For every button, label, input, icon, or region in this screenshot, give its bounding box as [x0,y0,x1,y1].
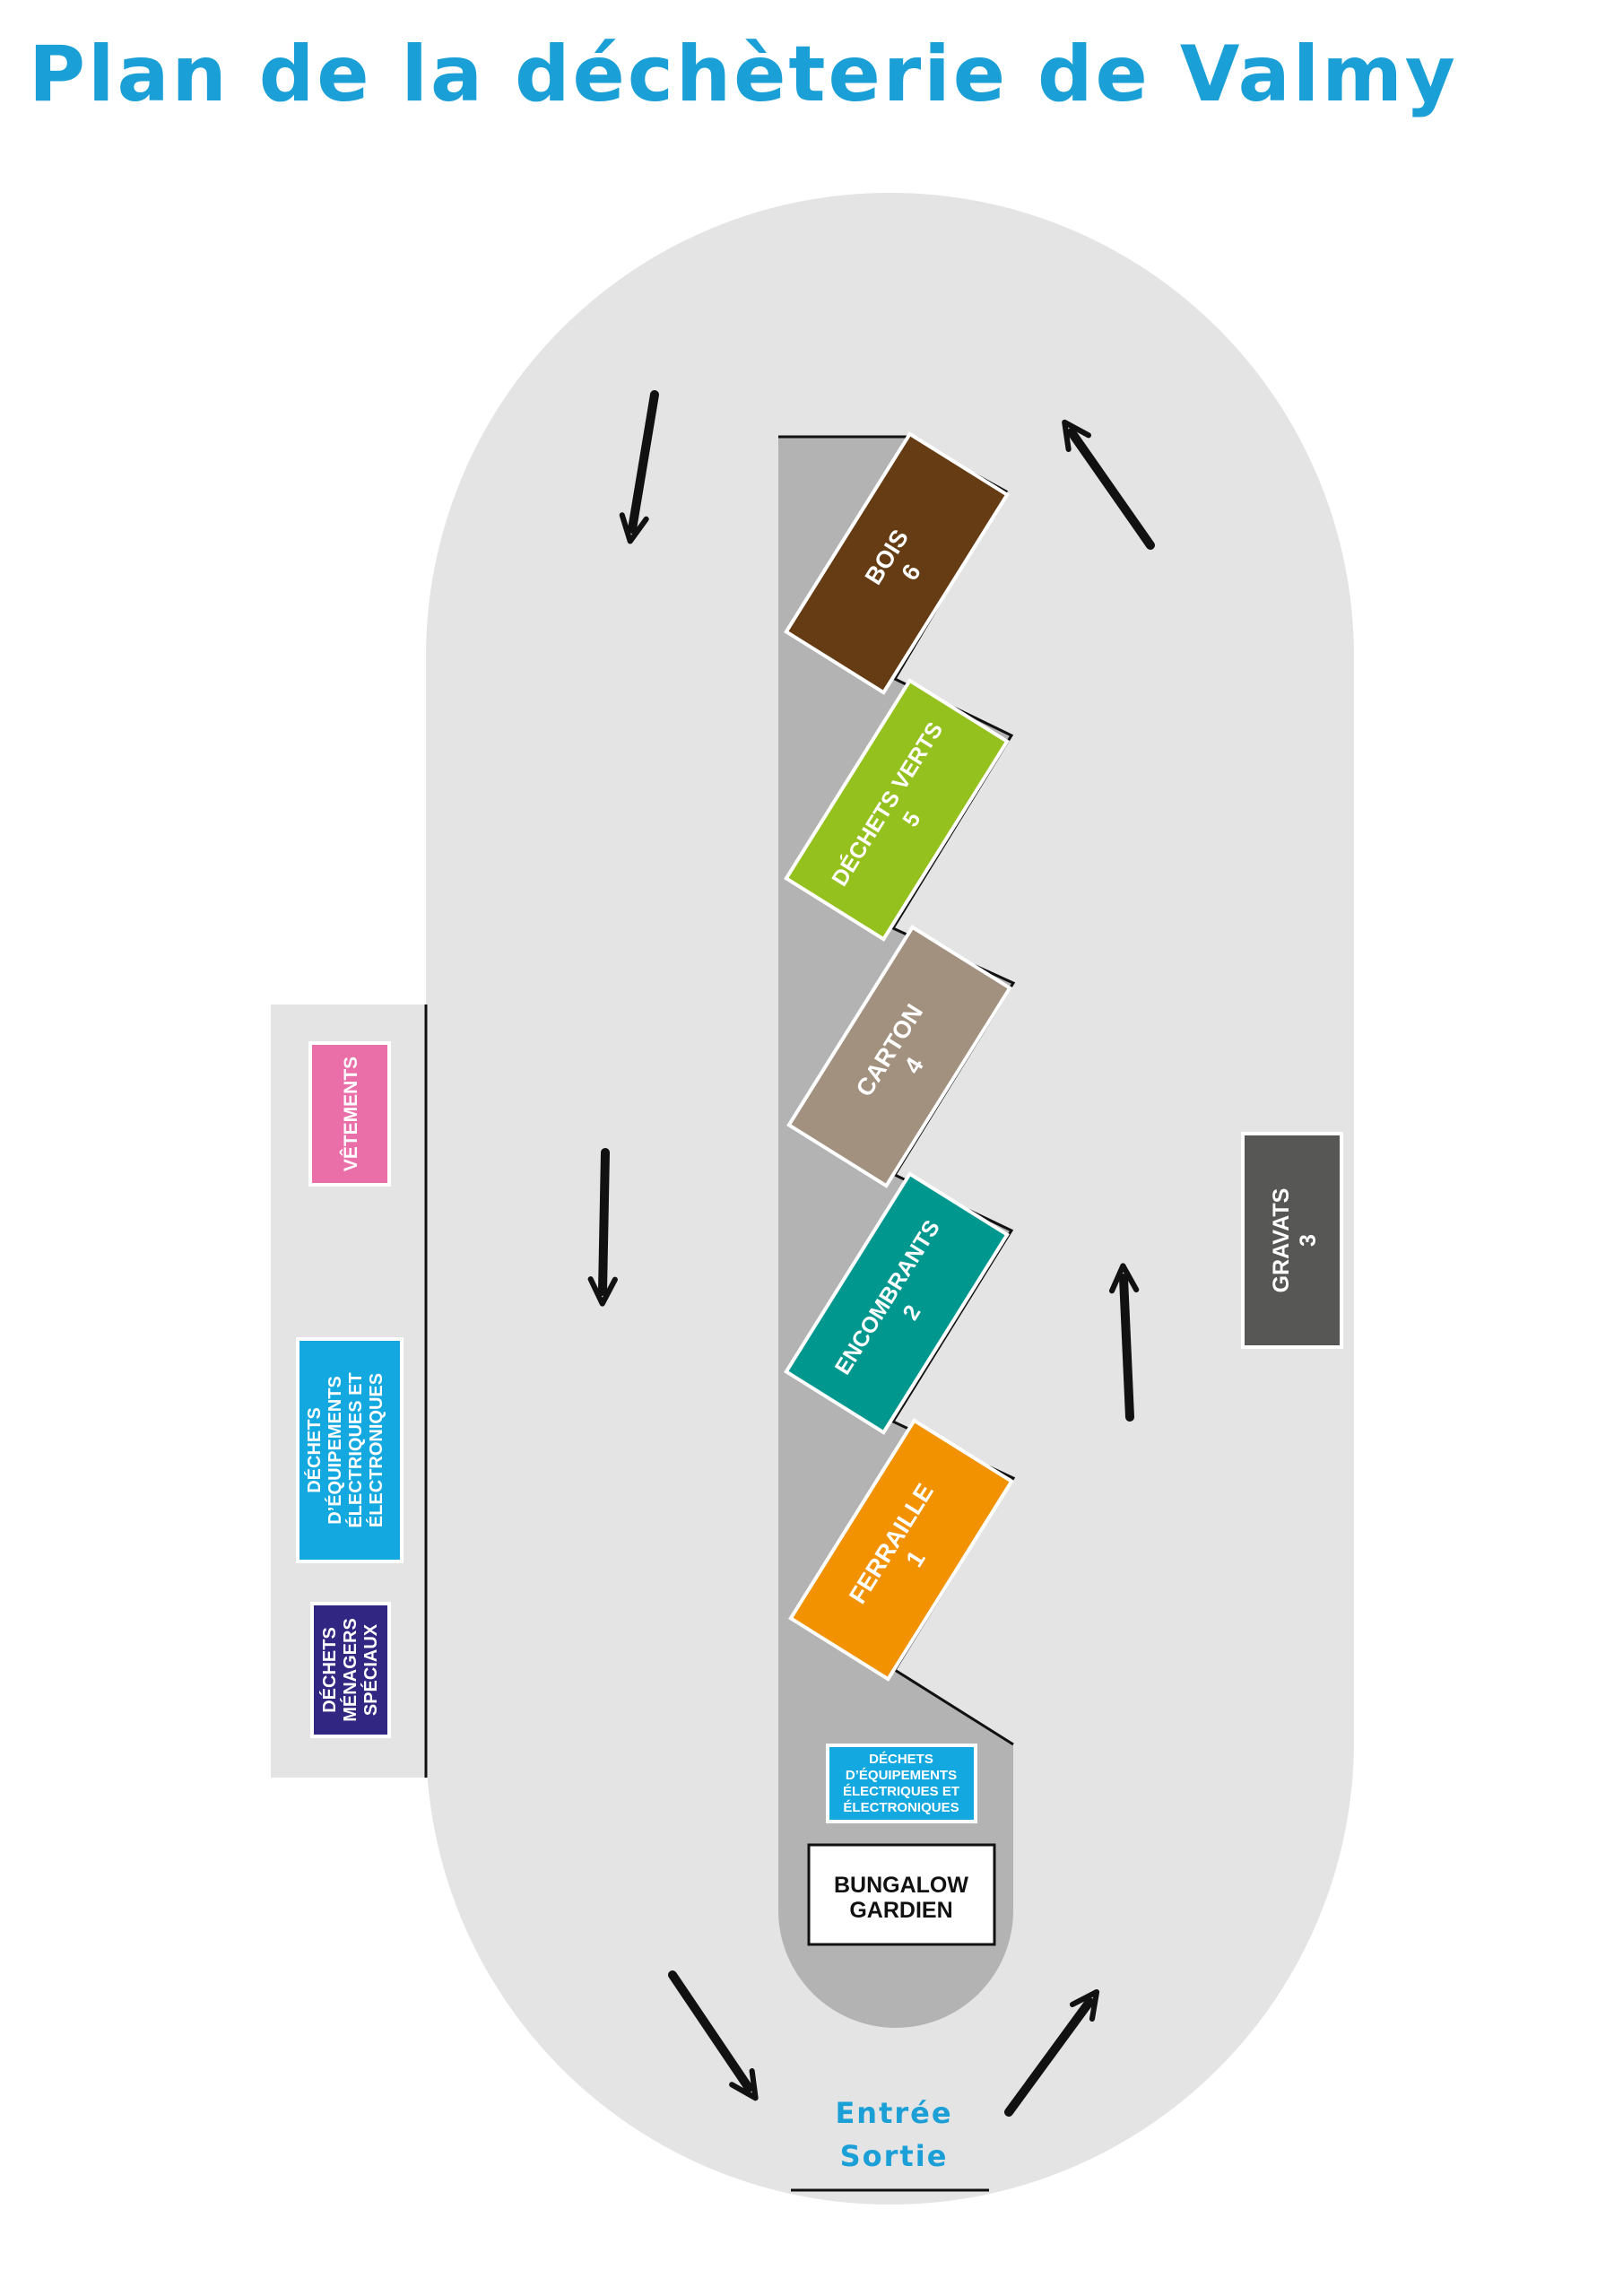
arrow-up-icon [1062,419,1155,550]
arrow-down-icon [587,1148,618,1307]
deee-side-line-1: DÉCHETS [304,1407,325,1493]
bungalow-line-1: BUNGALOW [834,1873,968,1898]
container-deee-side[interactable]: DÉCHETS D’ÉQUIPEMENTS ÉLECTRIQUES ET ÉLE… [296,1337,404,1563]
dms-line-2: MÉNAGERS [340,1618,360,1722]
container-gravats[interactable]: GRAVATS 3 [1241,1132,1343,1349]
island-edge [778,435,1016,1746]
entrance-label: Entrée [835,2096,952,2130]
bay-carton[interactable]: CARTON 4 [786,925,1012,1188]
vetements-label: VÊTEMENTS [340,1057,361,1171]
arrow-down-right-icon [668,1970,759,2101]
container-vetements[interactable]: VÊTEMENTS [308,1041,391,1187]
deee-side-line-4: ÉLECTRONIQUES [366,1373,386,1527]
deee-island-line-2: D’ÉQUIPEMENTS [846,1768,957,1783]
arrow-up-icon [1108,1263,1140,1422]
deee-island-line-1: DÉCHETS [869,1752,933,1767]
bungalow-gardien[interactable]: BUNGALOW GARDIEN [807,1843,996,1946]
bungalow-line-2: GARDIEN [849,1898,952,1923]
gravats-label: GRAVATS [1269,1188,1294,1293]
deee-side-line-2: D’ÉQUIPEMENTS [325,1376,345,1525]
page-title: Plan de la déchèterie de Valmy [29,30,1458,119]
container-dms[interactable]: DÉCHETS MÉNAGERS SPÉCIAUX [310,1602,391,1738]
dms-line-3: SPÉCIAUX [360,1623,381,1716]
exit-label: Sortie [840,2139,949,2173]
bay-bois[interactable]: BOIS 6 [784,431,1010,695]
bay-ferraille[interactable]: FERRAILLE 1 [788,1418,1014,1682]
deee-island-line-3: ÉLECTRIQUES ET [843,1784,959,1799]
container-deee-island[interactable]: DÉCHETS D’ÉQUIPEMENTS ÉLECTRIQUES ET ÉLE… [826,1744,977,1823]
bay-dechets-verts[interactable]: DÉCHETS VERTS 5 [784,678,1010,942]
dms-line-1: DÉCHETS [319,1627,340,1713]
deee-side-line-3: ÉLECTRIQUES ET [345,1372,366,1527]
gravats-number: 3 [1296,1234,1321,1247]
arrow-up-right-icon [1004,1988,1100,2117]
bay-encombrants[interactable]: ENCOMBRANTS 2 [784,1171,1010,1435]
deee-island-line-4: ÉLECTRONIQUES [843,1800,959,1815]
arrow-down-icon [619,390,659,544]
